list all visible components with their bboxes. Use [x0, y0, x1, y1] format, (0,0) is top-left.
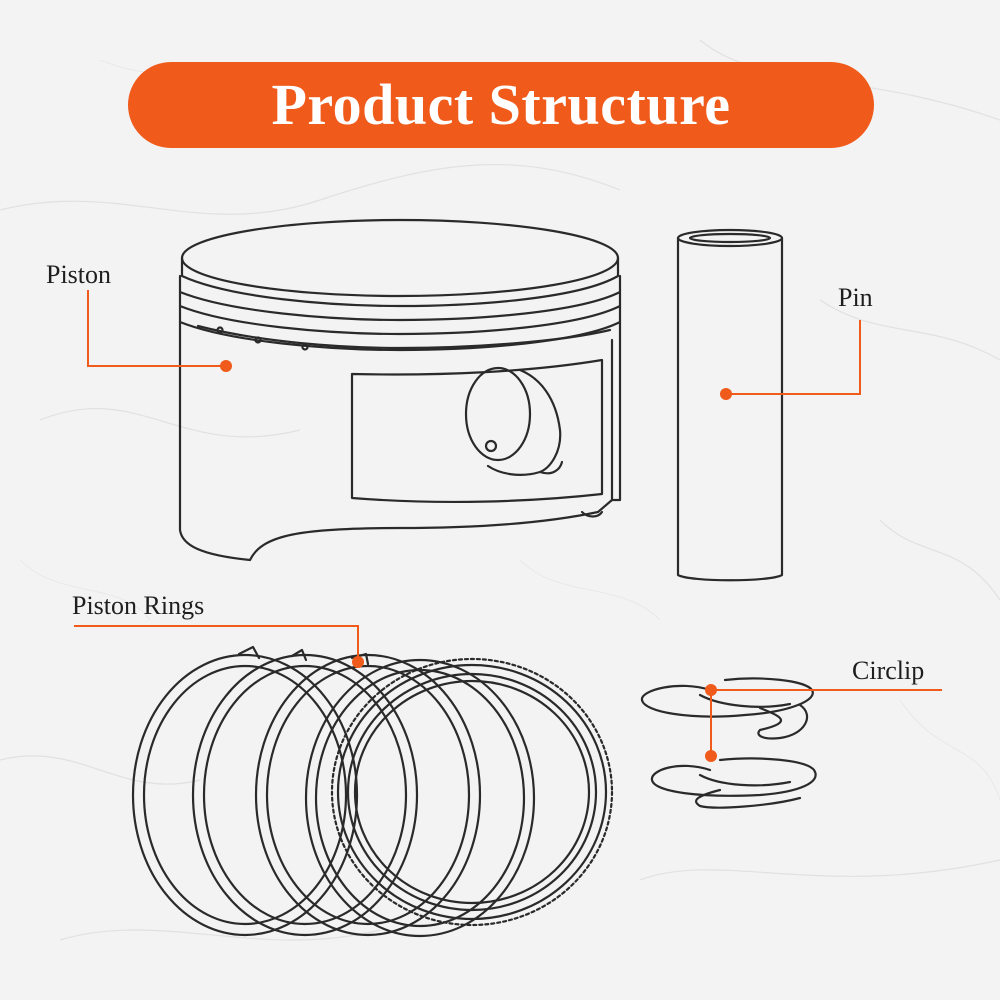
piston-rings-leader-line	[74, 625, 359, 660]
pin-drawing	[676, 228, 784, 582]
circlip-callout-dot-1	[705, 684, 717, 696]
pin-label: Pin	[838, 283, 873, 312]
piston-leader-line	[87, 290, 226, 367]
circlip-drawing	[640, 677, 817, 809]
circlip-label: Circlip	[852, 656, 925, 685]
circlip-leader-line	[710, 689, 942, 756]
piston-rings-label: Piston Rings	[72, 591, 205, 620]
piston-label: Piston	[46, 260, 112, 289]
piston-rings-callout-dot	[352, 656, 364, 668]
title-banner: Product Structure	[128, 62, 874, 148]
piston-rings-drawing	[131, 645, 614, 938]
pin-leader-line	[726, 320, 861, 395]
pin-callout-dot	[720, 388, 732, 400]
circlip-callout-dot-2	[705, 750, 717, 762]
page-title: Product Structure	[271, 72, 731, 137]
piston-drawing	[178, 218, 622, 562]
piston-callout-dot	[220, 360, 232, 372]
